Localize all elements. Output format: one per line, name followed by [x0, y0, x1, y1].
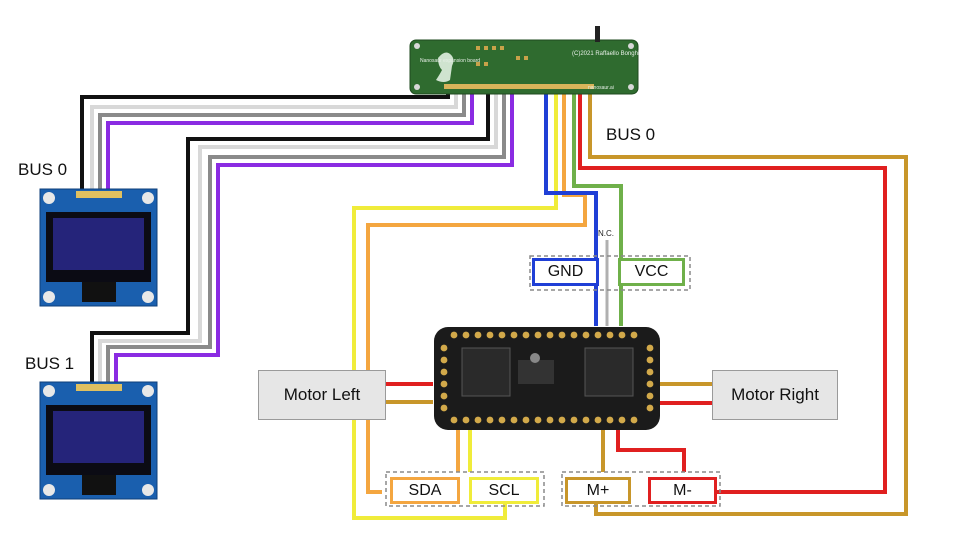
bottom-header: [444, 84, 594, 89]
m-minus-wire-red: [578, 88, 887, 494]
motor-pin-group-frame: [561, 471, 721, 507]
board-pin: [558, 331, 566, 339]
board-pin: [618, 416, 626, 424]
board-pin: [522, 331, 530, 339]
board-pin: [534, 331, 542, 339]
board-pin: [534, 416, 542, 424]
scl-wire-yellow: [352, 88, 558, 520]
board-pin: [594, 331, 602, 339]
board-pin: [630, 416, 638, 424]
board-pin: [510, 416, 518, 424]
board-side-pin: [646, 380, 654, 388]
motor-driver-board: [434, 327, 660, 430]
gnd-pin-label: GND: [532, 258, 599, 286]
board-pin: [546, 331, 554, 339]
bus0-right-label: BUS 0: [606, 125, 656, 144]
i2c-wires: [80, 88, 514, 386]
bus0-left-label: BUS 0: [18, 160, 68, 179]
nc-label: N.C.: [598, 229, 614, 238]
power-group-frame: [529, 255, 691, 291]
m-plus-wire-brown: [588, 88, 908, 516]
m-minus-pin-label: M-: [648, 477, 717, 504]
scl-pin-label: SCL: [469, 477, 539, 504]
board-pin: [582, 331, 590, 339]
bus0-wire-purple: [106, 88, 474, 193]
board-pin: [486, 416, 494, 424]
board-pin: [498, 416, 506, 424]
board-pin: [618, 331, 626, 339]
board-pin: [450, 331, 458, 339]
board-pin: [606, 416, 614, 424]
board-pin: [486, 331, 494, 339]
board-side-pin: [440, 368, 448, 376]
board-pin: [474, 331, 482, 339]
board-pin: [474, 416, 482, 424]
board-pin: [450, 416, 458, 424]
board-pin: [630, 331, 638, 339]
board-side-pin: [646, 404, 654, 412]
bus1-left-label: BUS 1: [25, 354, 75, 373]
board-side-pin: [440, 356, 448, 364]
board-pin: [462, 331, 470, 339]
bus1-wire-purple: [114, 88, 514, 386]
board-pin: [522, 416, 530, 424]
board-pin: [546, 416, 554, 424]
board-side-pin: [440, 392, 448, 400]
board-side-pin: [646, 344, 654, 352]
board-name-text: Nanosaur expansion board: [420, 58, 480, 64]
board-pin: [498, 331, 506, 339]
oled-display-bus0: [39, 188, 158, 307]
board-pin: [570, 331, 578, 339]
board-side-pin: [440, 404, 448, 412]
motor-wires: [352, 88, 908, 520]
bus1-wire-black: [90, 88, 490, 386]
board-pin: [558, 416, 566, 424]
motor-left-box: Motor Left: [258, 370, 386, 420]
header-pins: [476, 46, 528, 66]
board-pin: [510, 331, 518, 339]
dinosaur-logo: [436, 52, 454, 82]
i2c-group-frame: [385, 471, 545, 507]
board-copyright-text: (C)2021 Raffaello Bonghi: [572, 51, 639, 57]
bus0-wire-white: [90, 88, 458, 193]
m-minus-wire-red-board: [616, 430, 686, 472]
board-pin: [582, 416, 590, 424]
board-pin: [570, 416, 578, 424]
board-side-pin: [646, 392, 654, 400]
board-pin: [594, 416, 602, 424]
motor-board-pin-rows: [440, 331, 654, 424]
bus1-wire-grey: [106, 88, 506, 386]
bus0-wire-grey: [98, 88, 466, 193]
board-side-pin: [440, 380, 448, 388]
expansion-board: Nanosaur expansion board (C)2021 Raffael…: [409, 26, 639, 95]
bus1-wire-white: [98, 88, 498, 386]
board-pin: [462, 416, 470, 424]
board-side-pin: [646, 356, 654, 364]
vcc-pin-label: VCC: [618, 258, 685, 286]
sda-pin-label: SDA: [390, 477, 460, 504]
board-side-pin: [440, 344, 448, 352]
oled-display-bus1: [39, 381, 158, 500]
board-site-text: nanosaur.ai: [588, 85, 614, 91]
motor-right-box: Motor Right: [712, 370, 838, 420]
board-side-pin: [646, 368, 654, 376]
m-plus-pin-label: M+: [565, 477, 631, 504]
board-pin: [606, 331, 614, 339]
